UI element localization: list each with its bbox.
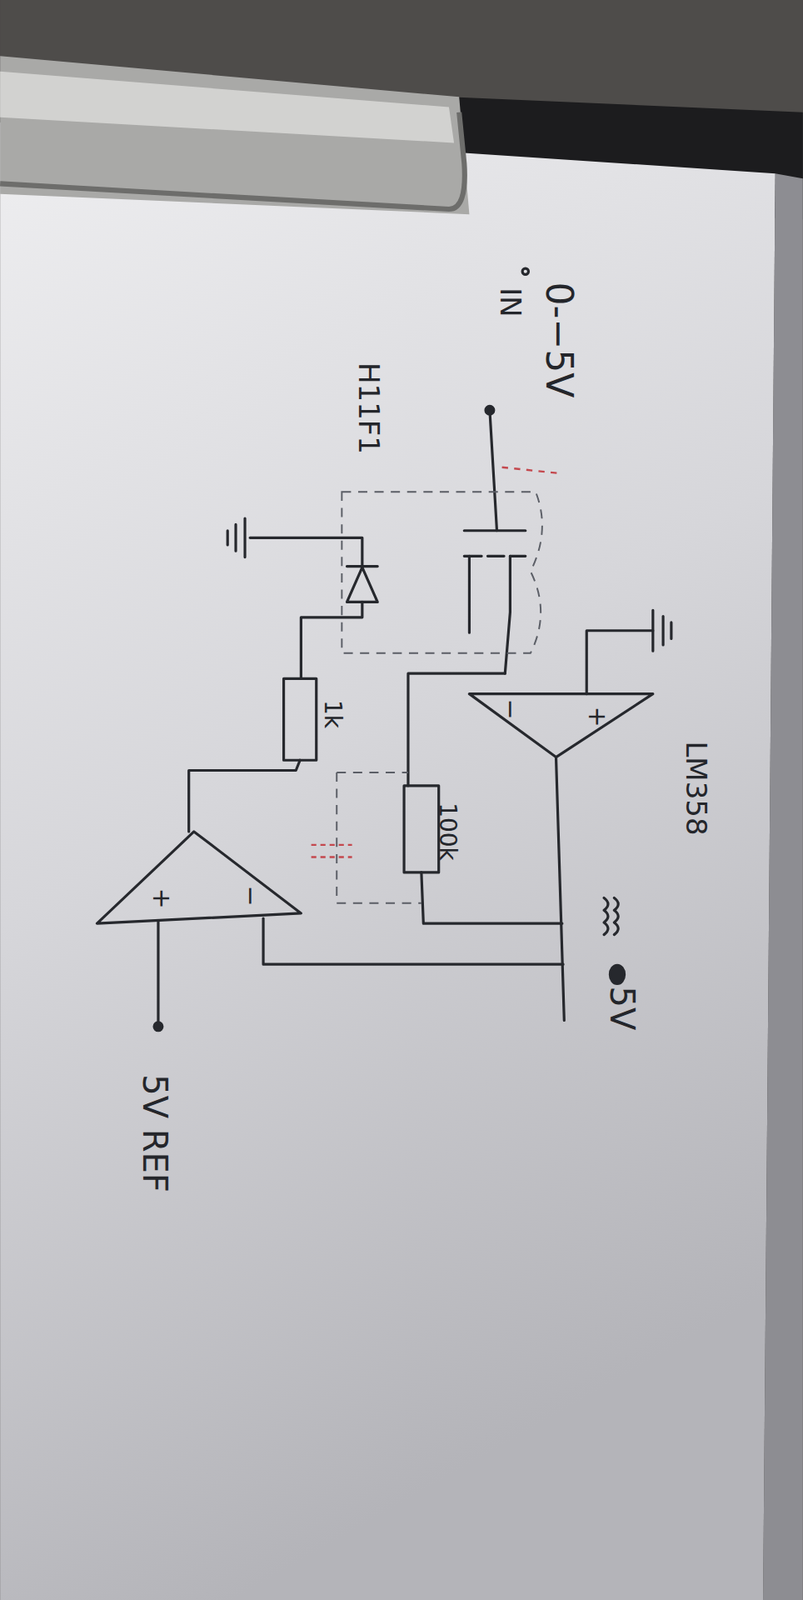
clip-metal [0,55,469,215]
wire [489,409,498,530]
mosfet-gate [463,528,525,532]
terminal-dot [522,268,529,275]
scribble [603,897,619,935]
clip-wire [0,112,465,210]
scribble [609,964,624,983]
optocoupler-outline [336,491,543,903]
signal-label: + [584,705,610,727]
paper-sheet [0,122,776,1600]
signal-label: 5V [605,986,639,1031]
wire [156,921,160,1026]
signal-label: IN [495,287,524,317]
wire [586,630,654,694]
capacitor-option [336,772,422,903]
wire [408,673,505,786]
signal-label: 1k [320,699,345,729]
resistor-symbol [284,678,317,760]
wire [189,759,300,832]
schematic-ink [96,268,671,1031]
red-marks [311,467,562,858]
signal-label: − [497,698,523,720]
ref-terminal [154,1022,163,1031]
wire [300,601,362,679]
paper-stack [763,173,803,1600]
mosfet-channel [463,554,525,558]
signal-label: 0-−5V [540,281,578,398]
mosfet-leads [468,555,510,674]
output-rail [556,757,565,1021]
ground-symbol [227,518,245,558]
opamp-symbol [96,831,301,923]
signal-label: LM358 [681,740,710,835]
signal-label: − [237,885,263,907]
opamp-symbol [468,693,653,758]
wire [421,872,563,923]
resistor-symbol [403,785,439,873]
signal-label: H11F1 [354,362,384,454]
led-symbol [346,566,378,603]
signal-label: 100k [435,802,459,861]
ground-symbol [653,609,672,651]
signal-label: + [149,887,175,908]
signal-label: 5V REF [138,1073,172,1193]
clip-highlight [0,71,454,144]
wire [249,537,363,566]
wire [263,917,564,964]
